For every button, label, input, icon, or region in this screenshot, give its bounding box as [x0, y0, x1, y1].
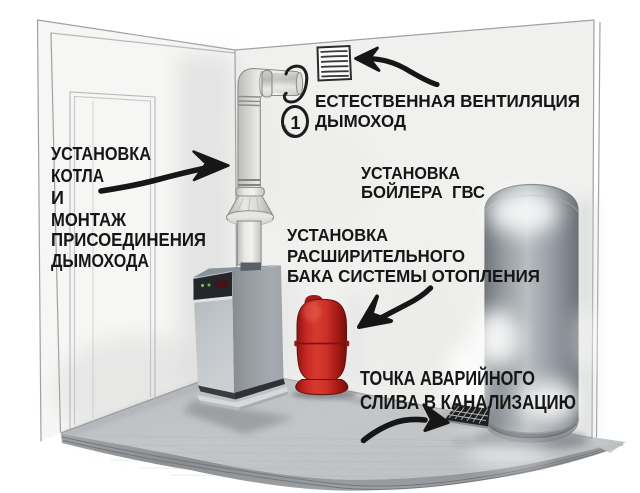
svg-text:РАСШИРИТЕЛЬНОГО: РАСШИРИТЕЛЬНОГО: [287, 246, 465, 266]
svg-text:УСТАНОВКА: УСТАНОВКА: [51, 144, 151, 164]
svg-text:СЛИВА В КАНАЛИЗАЦИЮ: СЛИВА В КАНАЛИЗАЦИЮ: [360, 392, 576, 414]
svg-text:ДЫМОХОД: ДЫМОХОД: [315, 111, 407, 131]
svg-text:1: 1: [290, 113, 300, 133]
svg-text:БАКА СИСТЕМЫ ОТОПЛЕНИЯ: БАКА СИСТЕМЫ ОТОПЛЕНИЯ: [287, 266, 540, 286]
svg-text:И: И: [51, 188, 64, 208]
svg-text:ЕСТЕСТВЕННАЯ ВЕНТИЛЯЦИЯ: ЕСТЕСТВЕННАЯ ВЕНТИЛЯЦИЯ: [315, 91, 580, 111]
svg-text:УСТАНОВКА: УСТАНОВКА: [287, 225, 388, 245]
svg-text:БОЙЛЕРА ГВС: БОЙЛЕРА ГВС: [361, 181, 485, 202]
svg-text:ПРИСОЕДИНЕНИЯ: ПРИСОЕДИНЕНИЯ: [51, 230, 206, 250]
svg-text:МОНТАЖ: МОНТАЖ: [51, 210, 127, 230]
svg-text:ДЫМОХОДА: ДЫМОХОДА: [51, 251, 149, 271]
svg-text:УСТАНОВКА: УСТАНОВКА: [361, 163, 460, 183]
svg-text:ТОЧКА АВАРИЙНОГО: ТОЧКА АВАРИЙНОГО: [360, 366, 535, 390]
svg-text:КОТЛА: КОТЛА: [51, 166, 104, 186]
